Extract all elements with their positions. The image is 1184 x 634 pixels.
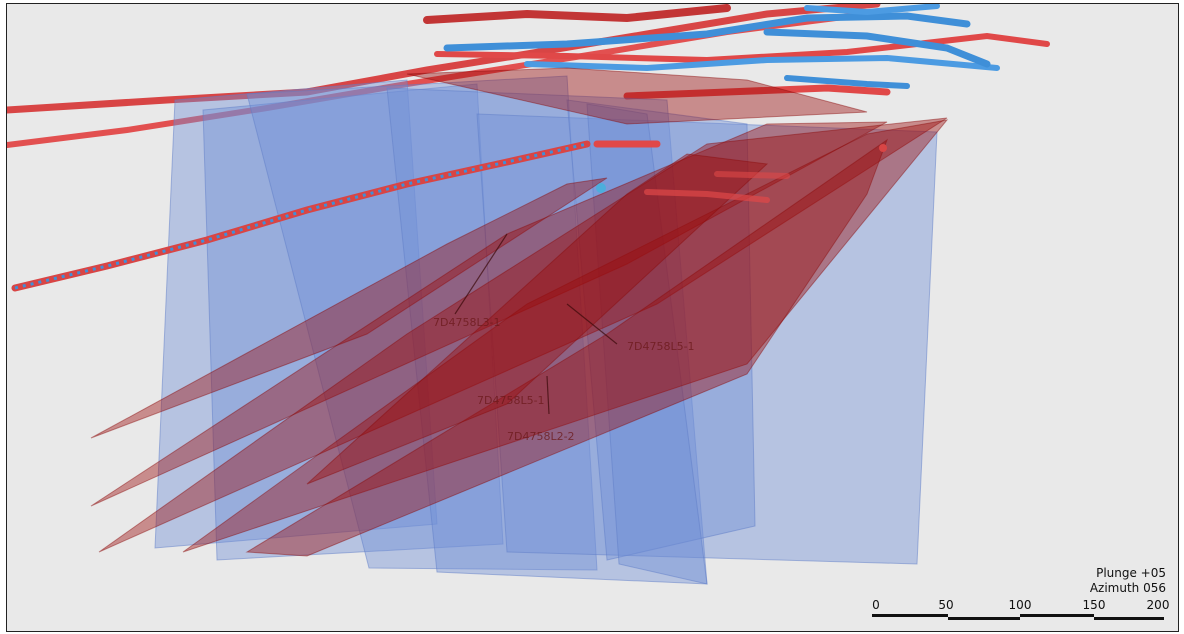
scale-tick: 200 [1146, 598, 1170, 612]
red-planes [90, 67, 949, 557]
azimuth-readout: Azimuth 056 [1089, 581, 1166, 595]
drive-blue-upper-2 [524, 54, 1000, 72]
drillhole-trace [546, 375, 550, 415]
blue-plane [586, 103, 708, 585]
drive-blue-upper-5 [804, 4, 940, 16]
blue-plane [566, 99, 756, 561]
blue-planes [154, 75, 938, 585]
blue-plane [476, 113, 938, 565]
drillhole-label: 7D4758L5-1 [627, 340, 695, 353]
drive-node-red [879, 144, 887, 152]
lower-drive [11, 140, 887, 292]
scale-tick: 50 [938, 598, 954, 612]
red-plane [306, 153, 769, 485]
drillhole-label: 7D4758L2-2 [507, 430, 575, 443]
scale-tick: 150 [1082, 598, 1106, 612]
scale-tick: 100 [1008, 598, 1032, 612]
view-orientation: Plunge +05 Azimuth 056 [1090, 566, 1166, 596]
scale-segment [948, 617, 1020, 620]
scale-segment [1020, 614, 1094, 617]
drive-red-upper-4 [434, 32, 1050, 64]
scale-segment [872, 614, 948, 617]
red-plane [98, 117, 948, 553]
drive-lower-4 [714, 171, 790, 179]
drillhole-traces [454, 233, 618, 415]
drive-blue-upper [443, 12, 971, 52]
red-plane [245, 138, 889, 557]
3d-scene[interactable]: 7D4758L3-1 7D4758L5-1 7D4758L5-1 7D4758L… [7, 4, 1179, 632]
drive-blue-upper-3 [763, 28, 991, 68]
drillhole-trace [566, 303, 618, 345]
scale-bar: 0 50 100 150 200 [866, 598, 1169, 622]
drive-node-blue [596, 183, 606, 193]
3d-viewport[interactable]: 7D4758L3-1 7D4758L5-1 7D4758L5-1 7D4758L… [6, 3, 1179, 632]
plunge-readout: Plunge +05 [1096, 566, 1166, 580]
drive-red-upper-5 [623, 84, 891, 100]
drillhole-label: 7D4758L3-1 [433, 316, 501, 329]
red-plane [90, 121, 888, 507]
drillhole-labels: 7D4758L3-1 7D4758L5-1 7D4758L5-1 7D4758L… [433, 316, 695, 443]
drive-red-upper-3 [423, 4, 731, 24]
drive-lower [11, 140, 591, 292]
drive-blue-upper-4 [784, 75, 910, 89]
red-plane [406, 67, 868, 125]
drillhole-trace [454, 233, 508, 315]
drillhole-label: 7D4758L5-1 [477, 394, 545, 407]
drive-lower-3 [644, 189, 770, 203]
blue-plane [202, 83, 504, 561]
red-plane [182, 119, 949, 553]
red-plane [90, 177, 608, 439]
scale-tick: 0 [872, 598, 880, 612]
scale-segment [1094, 617, 1164, 620]
upper-drives [7, 4, 1050, 148]
